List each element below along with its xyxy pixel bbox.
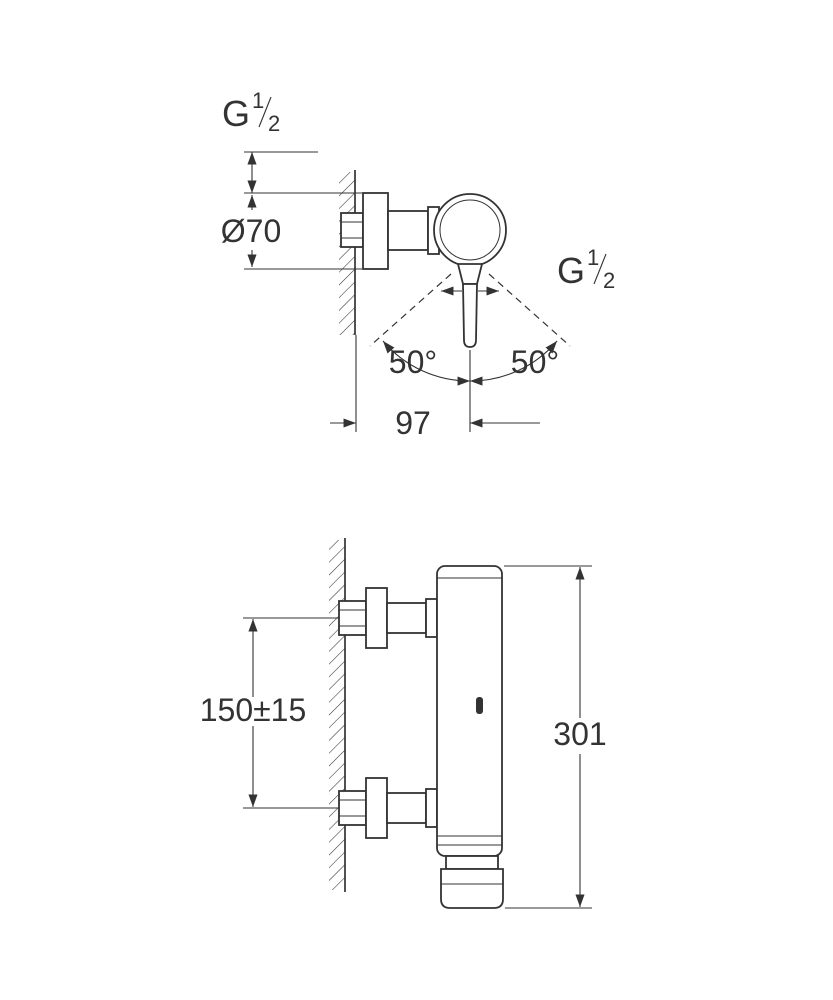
inlet-spacing-label: 150±15 — [200, 692, 307, 728]
inlet-ring-top — [425, 598, 438, 638]
overall-height-label: 301 — [553, 716, 606, 752]
swivel-dashed-line-right — [488, 273, 571, 347]
outlet-thread-label-group: G 1 2 — [557, 245, 615, 293]
body-bottom-rings — [437, 835, 502, 846]
inlet-spacing-extension-lines — [243, 617, 339, 809]
thermostat-body — [436, 565, 503, 857]
dim-inlet-spacing: 150±15 — [200, 617, 339, 809]
inlet-thread-label: G — [222, 93, 250, 134]
body-button — [476, 697, 483, 714]
dim-wall-offset: 97 — [330, 405, 540, 441]
lever-neck — [456, 263, 484, 285]
swivel-angle-left-label: 50° — [389, 344, 437, 380]
union-nut-top-view — [340, 212, 364, 248]
outlet-thread-fraction-slash — [593, 253, 607, 285]
inlet-thread-numerator: 1 — [252, 88, 264, 113]
handle-cap-inner — [439, 199, 501, 261]
dim-inlet-thread: G 1 2 — [222, 88, 280, 193]
side-view: 150±15 301 — [200, 538, 607, 909]
wall-hatching-side — [329, 540, 345, 890]
union-nut-bottom — [338, 790, 367, 826]
connection-pipe-top-view — [387, 210, 429, 251]
inlet-connection-bottom — [338, 777, 438, 839]
union-nut-top-view-flats — [341, 221, 363, 239]
top-view: G 1 2 Ø70 — [221, 88, 615, 441]
inlet-connection-top — [338, 587, 438, 649]
union-nut-top — [338, 600, 367, 636]
inlet-thread-denominator: 2 — [268, 111, 280, 136]
outlet-neck — [445, 855, 499, 870]
dim-escutcheon-diameter: Ø70 — [221, 195, 281, 267]
inlet-ring-bottom — [425, 788, 438, 828]
union-nut-top-flats — [339, 609, 366, 627]
overall-height-extension-lines — [504, 565, 592, 909]
faucet-body-side-view — [436, 565, 504, 909]
escutcheon-diameter-label: Ø70 — [221, 213, 281, 249]
inlet-pipe-bottom — [386, 792, 427, 824]
swivel-arc-left — [382, 340, 471, 386]
lever-handle-top-view — [462, 283, 478, 348]
escutcheon-top — [365, 587, 388, 649]
union-nut-bottom-flats — [339, 799, 366, 817]
inlet-pipe-top — [386, 602, 427, 634]
escutcheon-top-view — [362, 192, 389, 270]
lever-swivel-range: 50° 50° — [369, 273, 571, 432]
swivel-dashed-line-left — [369, 273, 452, 347]
outlet-cup — [440, 868, 504, 909]
outlet-thread-denominator: 2 — [603, 268, 615, 293]
wall-offset-label: 97 — [395, 405, 431, 441]
dim-overall-height: 301 — [504, 565, 607, 909]
faucet-top-view — [340, 192, 507, 348]
swivel-arc-right — [469, 340, 558, 386]
handle-cap-outer — [433, 193, 507, 267]
outlet-thread-label: G — [557, 250, 585, 291]
escutcheon-bottom — [365, 777, 388, 839]
swivel-angle-right-label: 50° — [511, 344, 559, 380]
inlet-thread-fraction-slash — [258, 96, 272, 128]
wall-hatching-top — [339, 172, 355, 335]
outlet-thread-numerator: 1 — [587, 245, 599, 270]
